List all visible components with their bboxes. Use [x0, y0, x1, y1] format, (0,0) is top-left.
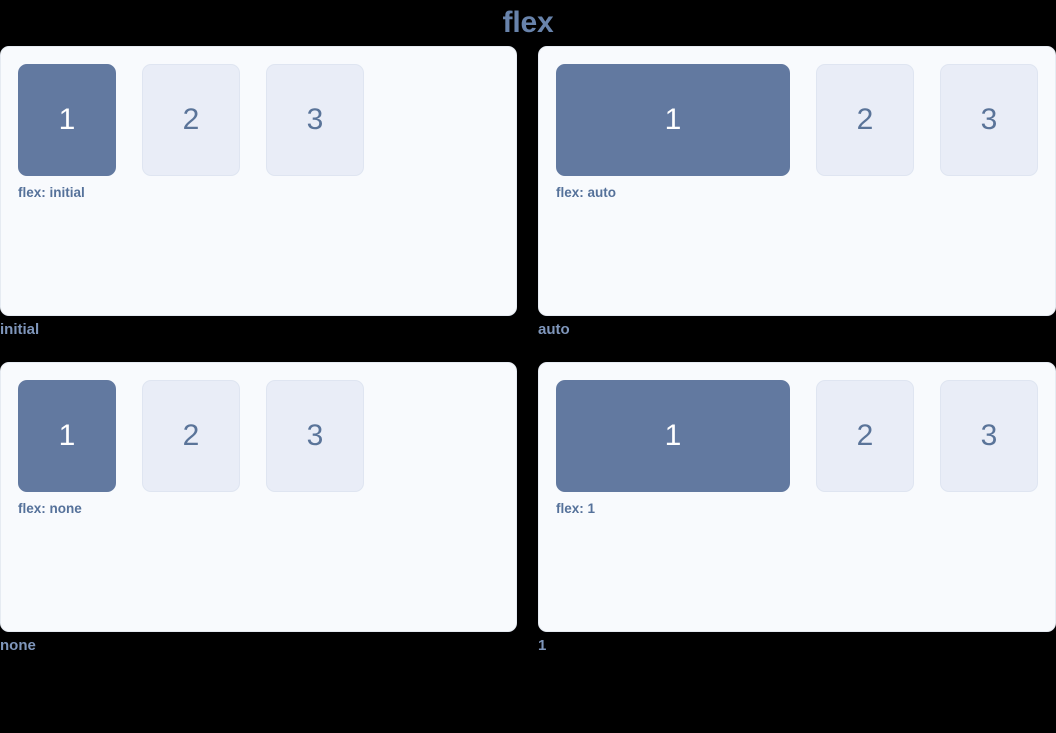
flex-item-label: 1 [58, 419, 76, 452]
flex-item-label: 2 [182, 419, 200, 452]
demo-cell-auto: 1 2 3 flex: auto auto [538, 46, 1056, 340]
flex-item-3: 3 [266, 64, 364, 176]
flex-container: 1 2 3 [556, 380, 1055, 492]
flex-item-1: 1 [18, 380, 116, 492]
flex-code-label: flex: none [18, 501, 82, 516]
demo-caption: initial [0, 321, 40, 338]
flex-item-label: 1 [664, 103, 682, 136]
demo-caption: auto [538, 321, 570, 338]
flex-item-label: 1 [664, 419, 682, 452]
flex-item-label: 2 [856, 103, 874, 136]
flex-container: 1 2 3 [556, 64, 1055, 176]
flex-container: 1 2 3 [18, 64, 516, 176]
flex-code-label: flex: 1 [556, 501, 596, 516]
flex-item-2: 2 [142, 380, 240, 492]
flex-item-label: 3 [306, 419, 324, 452]
demo-cell-one: 1 2 3 flex: 1 1 [538, 362, 1056, 656]
flex-item-label: 3 [306, 103, 324, 136]
flex-item-1: 1 [18, 64, 116, 176]
flex-code-label: flex: auto [556, 185, 617, 200]
demo-caption: 1 [538, 637, 547, 654]
flex-item-1: 1 [556, 380, 790, 492]
demo-cell-none: 1 2 3 flex: none none [0, 362, 517, 656]
flex-item-3: 3 [266, 380, 364, 492]
demo-panel: 1 2 3 flex: auto [538, 46, 1056, 316]
flex-item-label: 3 [980, 419, 998, 452]
flex-item-2: 2 [816, 64, 914, 176]
flex-item-1: 1 [556, 64, 790, 176]
flex-item-2: 2 [816, 380, 914, 492]
demo-panel: 1 2 3 flex: initial [0, 46, 517, 316]
flex-code-label: flex: initial [18, 185, 85, 200]
flex-item-label: 1 [58, 103, 76, 136]
flex-item-label: 3 [980, 103, 998, 136]
flex-item-3: 3 [940, 380, 1038, 492]
page-title: flex [502, 6, 554, 39]
demo-caption: none [0, 637, 36, 654]
demo-cell-initial: 1 2 3 flex: initial initial [0, 46, 517, 340]
flex-item-3: 3 [940, 64, 1038, 176]
flex-container: 1 2 3 [18, 380, 516, 492]
demo-grid: 1 2 3 flex: initial initial 1 [0, 46, 1056, 656]
flex-item-label: 2 [182, 103, 200, 136]
demo-panel: 1 2 3 flex: none [0, 362, 517, 632]
flex-item-2: 2 [142, 64, 240, 176]
flex-item-label: 2 [856, 419, 874, 452]
demo-panel: 1 2 3 flex: 1 [538, 362, 1056, 632]
